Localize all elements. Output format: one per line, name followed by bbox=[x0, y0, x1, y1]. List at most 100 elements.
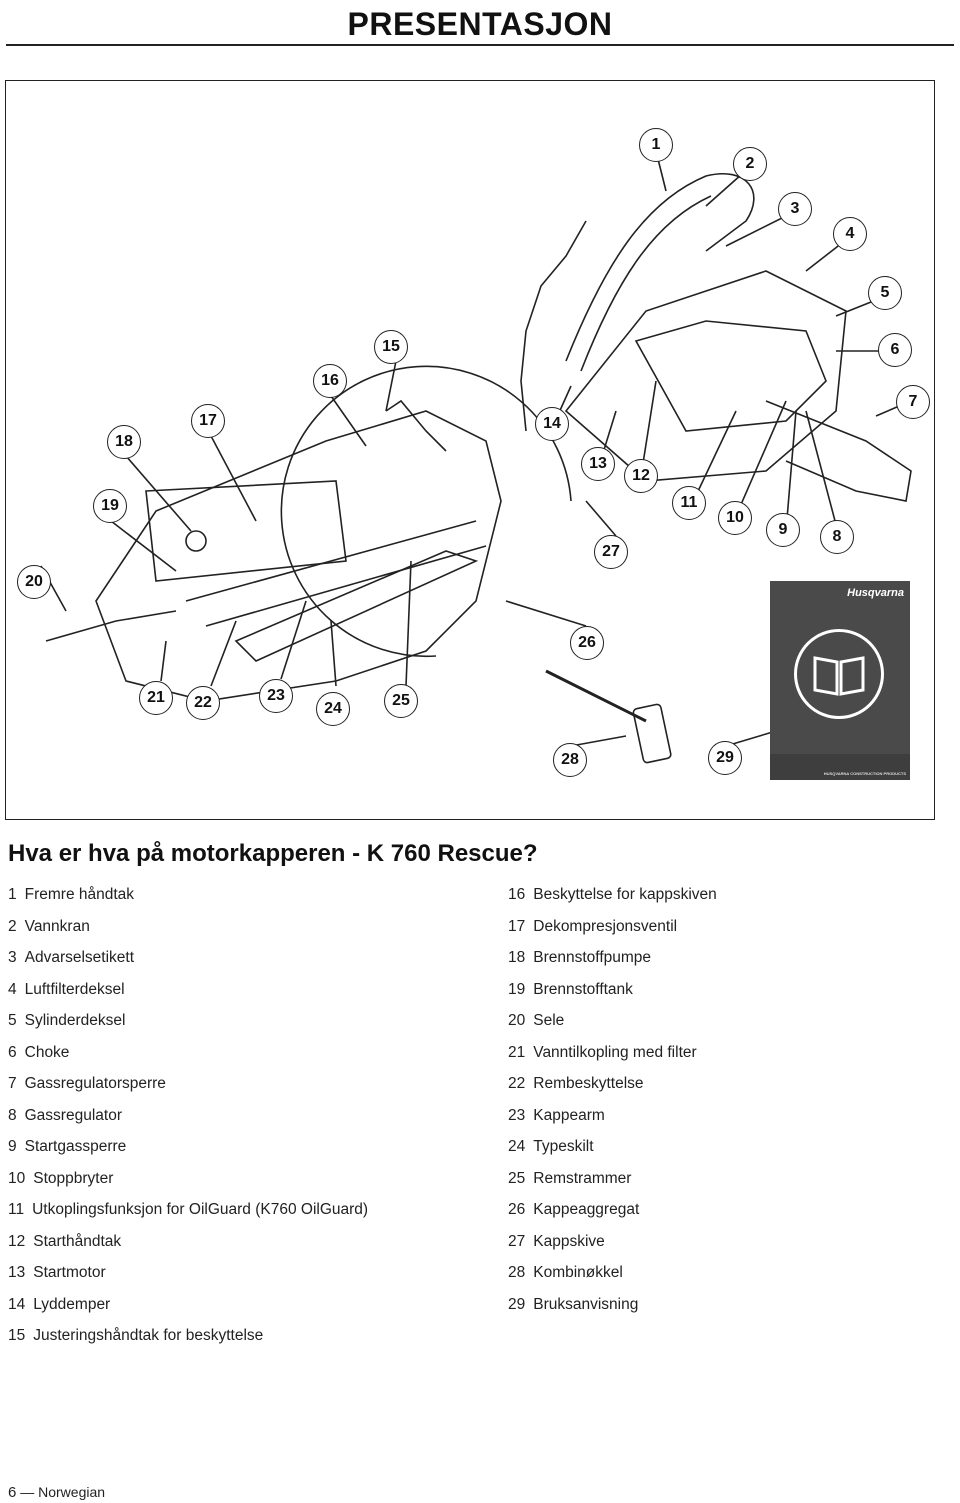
callout-21: 21 bbox=[139, 681, 173, 715]
part-item: 12 Starthåndtak bbox=[8, 1229, 488, 1261]
part-item: 10 Stoppbryter bbox=[8, 1166, 488, 1198]
callout-25: 25 bbox=[384, 684, 418, 718]
part-number: 9 bbox=[8, 1138, 17, 1155]
part-number: 6 bbox=[8, 1043, 17, 1061]
callout-23: 23 bbox=[259, 679, 293, 713]
part-label: Luftfilterdeksel bbox=[24, 980, 125, 998]
page-number: 6 bbox=[8, 1484, 17, 1501]
part-number: 7 bbox=[8, 1075, 17, 1092]
part-label: Kappearm bbox=[533, 1106, 605, 1124]
husqvarna-logo: Husqvarna bbox=[847, 587, 904, 599]
title-rule bbox=[6, 44, 954, 46]
part-item: 23 Kappearm bbox=[508, 1103, 948, 1135]
callout-15: 15 bbox=[374, 330, 408, 364]
part-item: 6 Choke bbox=[8, 1040, 488, 1072]
part-label: Kombinøkkel bbox=[533, 1264, 623, 1281]
manual-cover-strip bbox=[770, 754, 910, 780]
part-number: 21 bbox=[508, 1043, 526, 1061]
part-item: 21 Vanntilkopling med filter bbox=[508, 1040, 948, 1072]
callout-11: 11 bbox=[672, 486, 706, 520]
part-number: 26 bbox=[508, 1201, 526, 1218]
part-number: 27 bbox=[508, 1232, 526, 1250]
part-label: Gassregulatorsperre bbox=[24, 1075, 166, 1092]
callout-10: 10 bbox=[718, 501, 752, 535]
callout-17: 17 bbox=[191, 404, 225, 438]
part-label: Brennstofftank bbox=[533, 980, 633, 998]
part-label: Sele bbox=[533, 1012, 565, 1029]
part-number: 24 bbox=[508, 1138, 526, 1155]
part-number: 11 bbox=[8, 1201, 25, 1218]
part-label: Bruksanvisning bbox=[533, 1295, 639, 1313]
callout-13: 13 bbox=[581, 447, 615, 481]
callout-7: 7 bbox=[896, 385, 930, 419]
part-number: 22 bbox=[508, 1075, 526, 1092]
callout-3: 3 bbox=[778, 192, 812, 226]
callout-18: 18 bbox=[107, 425, 141, 459]
callout-2: 2 bbox=[733, 147, 767, 181]
callout-4: 4 bbox=[833, 217, 867, 251]
part-label: Choke bbox=[24, 1043, 70, 1061]
callout-28: 28 bbox=[553, 743, 587, 777]
part-label: Vanntilkopling med filter bbox=[533, 1043, 697, 1061]
product-illustration: 1 2 3 4 5 6 7 8 9 10 11 12 13 14 15 16 1… bbox=[5, 80, 935, 820]
callout-12: 12 bbox=[624, 459, 658, 493]
part-item: 26 Kappeaggregat bbox=[508, 1197, 948, 1229]
part-label: Dekompresjonsventil bbox=[533, 917, 678, 935]
part-item: 22 Rembeskyttelse bbox=[508, 1071, 948, 1103]
part-label: Vannkran bbox=[24, 917, 90, 935]
part-number: 1 bbox=[8, 886, 17, 903]
part-item: 2 Vannkran bbox=[8, 914, 488, 946]
operators-manual-cover: Husqvarna bbox=[770, 581, 910, 777]
callout-6: 6 bbox=[878, 333, 912, 367]
part-number: 18 bbox=[508, 949, 526, 966]
part-number: 14 bbox=[8, 1295, 26, 1313]
part-label: Starthåndtak bbox=[33, 1232, 122, 1250]
part-number: 13 bbox=[8, 1264, 26, 1281]
part-label: Brennstoffpumpe bbox=[533, 949, 652, 966]
part-number: 16 bbox=[508, 886, 526, 903]
part-number: 25 bbox=[508, 1169, 526, 1187]
part-label: Typeskilt bbox=[533, 1138, 594, 1155]
part-label: Beskyttelse for kappskiven bbox=[533, 886, 717, 903]
callout-19: 19 bbox=[93, 489, 127, 523]
callout-8: 8 bbox=[820, 520, 854, 554]
part-label: Gassregulator bbox=[24, 1106, 122, 1124]
section-heading: Hva er hva på motorkapperen - K 760 Resc… bbox=[8, 840, 538, 867]
part-number: 5 bbox=[8, 1012, 17, 1029]
callout-29: 29 bbox=[708, 741, 742, 775]
part-item: 16 Beskyttelse for kappskiven bbox=[508, 882, 948, 914]
callout-1: 1 bbox=[639, 128, 673, 162]
part-label: Rembeskyttelse bbox=[533, 1075, 644, 1092]
part-number: 20 bbox=[508, 1012, 526, 1029]
manual-footer-text: HUSQVARNA CONSTRUCTION PRODUCTS bbox=[823, 771, 906, 776]
part-item: 24 Typeskilt bbox=[508, 1134, 948, 1166]
part-number: 2 bbox=[8, 917, 17, 935]
callout-5: 5 bbox=[868, 276, 902, 310]
callout-9: 9 bbox=[766, 513, 800, 547]
part-label: Fremre håndtak bbox=[24, 886, 135, 903]
part-number: 23 bbox=[508, 1106, 526, 1124]
part-number: 12 bbox=[8, 1232, 26, 1250]
part-number: 19 bbox=[508, 980, 526, 998]
part-label: Stoppbryter bbox=[33, 1169, 114, 1187]
part-label: Kappeaggregat bbox=[533, 1201, 640, 1218]
open-book-icon bbox=[794, 629, 884, 719]
callout-14: 14 bbox=[535, 407, 569, 441]
part-item: 14 Lyddemper bbox=[8, 1292, 488, 1324]
part-item: 7 Gassregulatorsperre bbox=[8, 1071, 488, 1103]
footer-language: Norwegian bbox=[38, 1484, 106, 1500]
part-item: 25 Remstrammer bbox=[508, 1166, 948, 1198]
part-label: Remstrammer bbox=[533, 1169, 632, 1187]
part-number: 10 bbox=[8, 1169, 26, 1187]
callout-24: 24 bbox=[316, 692, 350, 726]
part-label: Lyddemper bbox=[33, 1295, 111, 1313]
callout-22: 22 bbox=[186, 686, 220, 720]
